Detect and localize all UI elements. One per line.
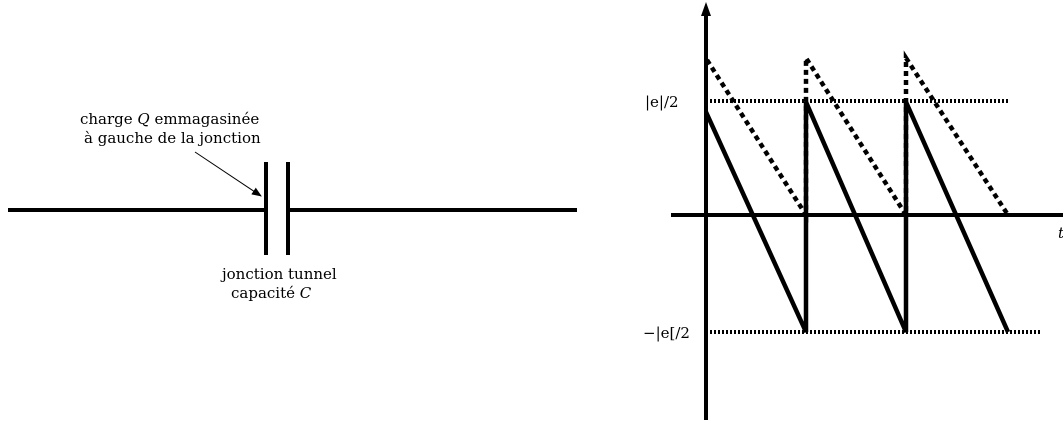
circuit-diagram: charge Q emmagasinée à gauche de la jonc… — [8, 110, 577, 302]
junction-label-line2: capacité C — [231, 284, 312, 302]
charge-label-line1: charge Q emmagasinée — [80, 110, 259, 128]
sawtooth-dotted — [705, 50, 1010, 223]
sawtooth-graph: t |e|/2 −|e[/2 — [643, 2, 1063, 420]
time-axis-label: t — [1058, 224, 1063, 242]
charge-label-line2: à gauche de la jonction — [84, 129, 261, 147]
level-label-positive: |e|/2 — [645, 93, 679, 111]
sawtooth-solid — [703, 101, 1011, 333]
vertical-axis-arrowhead — [701, 2, 711, 16]
charge-arrow — [194, 151, 262, 197]
level-label-negative: −|e[/2 — [643, 324, 690, 342]
junction-label-line1: jonction tunnel — [220, 265, 337, 283]
